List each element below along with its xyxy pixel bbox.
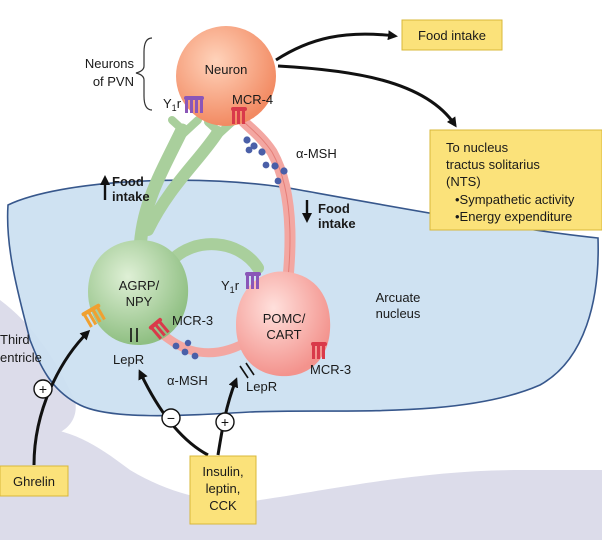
mcr3-right-label: MCR-3 (310, 362, 351, 377)
neuron-label: Neuron (205, 62, 248, 77)
pomc-axon-to-agrp (157, 329, 255, 358)
ghrelin-receptor (81, 303, 106, 328)
arcuate-label-2: nucleus (376, 306, 421, 321)
y1r-receptor-top (184, 96, 204, 113)
insulin-leptin-cck-box: Insulin, leptin, CCK (189, 455, 257, 525)
svg-text:−: − (167, 410, 175, 426)
mcr4-label: MCR-4 (232, 92, 273, 107)
alpha-msh-dots-top (243, 136, 288, 185)
svg-text:leptin,: leptin, (206, 481, 241, 496)
arrow-to-food-intake (275, 30, 398, 62)
mcr3-receptor-right (311, 342, 327, 359)
alpha-msh-bottom-label: α-MSH (167, 373, 208, 388)
y1r-receptor-bottom (245, 272, 261, 289)
alpha-msh-top-label: α-MSH (296, 146, 337, 161)
svg-text:To nucleus: To nucleus (446, 140, 509, 155)
svg-text:tractus solitarius: tractus solitarius (446, 157, 540, 172)
minus-circle: − (161, 408, 181, 428)
ghrelin-box: Ghrelin (0, 465, 69, 497)
svg-text:+: + (39, 381, 47, 397)
lepr-left-marker (130, 328, 138, 342)
nts-box: To nucleus tractus solitarius (NTS) •Sym… (429, 129, 602, 231)
third-ventricle-label-2: entricle (0, 350, 42, 365)
svg-text:Ghrelin: Ghrelin (13, 474, 55, 489)
plus-ghrelin-circle: + (33, 379, 53, 399)
agrp-label-2: NPY (126, 294, 153, 309)
food-intake-down-label-1: Food (318, 201, 350, 216)
third-ventricle-label-1: Third (0, 332, 30, 347)
food-intake-up-label-1: Food (112, 174, 144, 189)
pomc-label-2: CART (266, 327, 301, 342)
pomc-cart-neuron (236, 271, 331, 377)
mcr4-receptor (231, 107, 247, 124)
svg-text:+: + (221, 414, 229, 430)
svg-text:(NTS): (NTS) (446, 174, 481, 189)
agrp-label-1: AGRP/ (119, 278, 160, 293)
svg-text:•Sympathetic activity: •Sympathetic activity (455, 192, 575, 207)
third-ventricle-region (0, 300, 602, 540)
mcr3-left-label: MCR-3 (172, 313, 213, 328)
svg-text:CCK: CCK (209, 498, 237, 513)
agrp-npy-neuron (88, 240, 189, 345)
agrp-axon-right (142, 126, 224, 236)
svg-text:•Energy expenditure: •Energy expenditure (455, 209, 572, 224)
arcuate-label-1: Arcuate (376, 290, 421, 305)
y1r-bottom-label: Y1r (221, 278, 240, 295)
food-intake-box: Food intake (401, 19, 503, 51)
arrow-to-nts (277, 64, 457, 128)
svg-text:Food intake: Food intake (418, 28, 486, 43)
lepr-left-label: LepR (113, 352, 144, 367)
mcr3-receptor-left (148, 317, 170, 340)
pvn-brace (135, 37, 153, 111)
neurons-label-1: Neurons (85, 56, 135, 71)
y1r-top-label: Y1r (163, 96, 182, 113)
plus-insulin-circle: + (215, 412, 235, 432)
neurons-label-2: of PVN (93, 74, 134, 89)
alpha-msh-dots-bottom (172, 339, 199, 360)
lepr-right-marker (239, 362, 255, 379)
food-intake-up-label-2: intake (112, 189, 150, 204)
pomc-label-1: POMC/ (263, 311, 306, 326)
food-intake-down-label-2: intake (318, 216, 356, 231)
svg-text:Insulin,: Insulin, (202, 464, 243, 479)
lepr-right-label: LepR (246, 379, 277, 394)
agrp-axon-left (133, 123, 189, 257)
agrp-axon-to-pomc (164, 238, 264, 274)
